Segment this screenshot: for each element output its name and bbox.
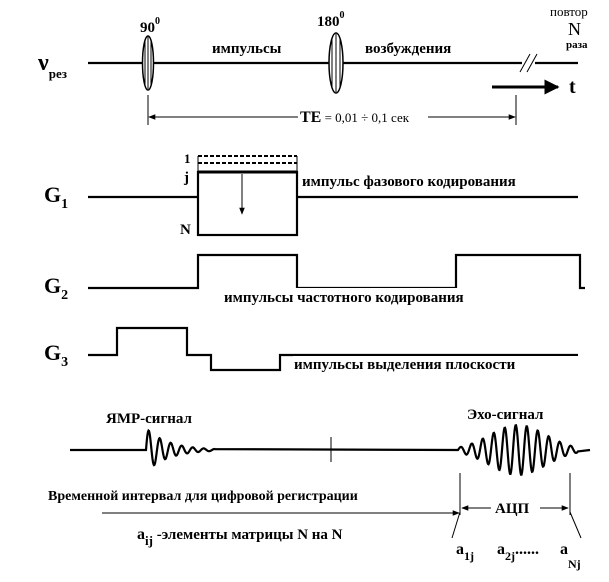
repeat-top-label: повтор — [550, 4, 588, 19]
phase-step-N-label: N — [180, 222, 191, 238]
echo-signal-label: Эхо-сигнал — [467, 407, 544, 423]
pulse-90-label: 900 — [140, 16, 160, 36]
signal-row: ЯМР-сигнал Эхо-сигнал Временной интервал… — [48, 407, 591, 571]
matrix-label: aij -элементы матрицы N на N — [137, 526, 343, 548]
rf-text-excitation: возбуждения — [365, 41, 451, 57]
g2-label: G2 — [44, 273, 68, 303]
g1-caption: импульс фазового кодирования — [302, 174, 516, 190]
phase-encoding-pulse — [196, 170, 299, 237]
nmr-signal-label: ЯМР-сигнал — [106, 411, 193, 427]
g1-label: G1 — [44, 182, 68, 212]
g2-waveform — [88, 253, 585, 290]
g3-label: G3 — [44, 340, 68, 370]
phase-step-j-label: j — [183, 170, 189, 186]
nu-res-label: νрез — [37, 50, 67, 81]
sample-a2j: a2j...... — [497, 541, 539, 563]
g3-row: G3 импульсы выделения плоскости — [44, 326, 585, 373]
rf-break-mark-2 — [526, 53, 538, 73]
adc-label: АЦП — [495, 501, 530, 517]
sample-line-1 — [451, 511, 461, 539]
signal-waveform — [70, 424, 591, 476]
rf-excitation-row: νрез 900 1800 импульсы возбуждения повто… — [37, 4, 588, 126]
g3-waveform — [88, 326, 578, 372]
g1-row: G1 1 j N импульс фазового кодирования — [44, 151, 588, 238]
rf-text-impulses: импульсы — [212, 41, 282, 57]
g2-caption: импульсы частотного кодирования — [224, 290, 464, 306]
repeat-N-label: N — [568, 19, 581, 39]
pulse-90-shape — [141, 35, 155, 91]
pulse-180-label: 1800 — [317, 10, 345, 30]
phase-step-1-label: 1 — [184, 151, 191, 166]
sample-a1j: a1j — [456, 541, 474, 563]
interval-text: Временной интервал для цифровой регистра… — [48, 489, 358, 504]
sample-line-N — [569, 511, 582, 539]
te-label: TE = 0,01 ÷ 0,1 сек — [300, 109, 410, 126]
rf-break-mark-1 — [519, 53, 531, 73]
repeat-bottom-label: раза — [566, 39, 588, 51]
time-axis-label: t — [569, 76, 576, 98]
pulse-180-shape — [328, 32, 344, 94]
sample-aNj: aNj — [560, 541, 581, 571]
g3-caption: импульсы выделения плоскости — [294, 357, 516, 373]
g2-row: G2 импульсы частотного кодирования — [44, 253, 585, 306]
